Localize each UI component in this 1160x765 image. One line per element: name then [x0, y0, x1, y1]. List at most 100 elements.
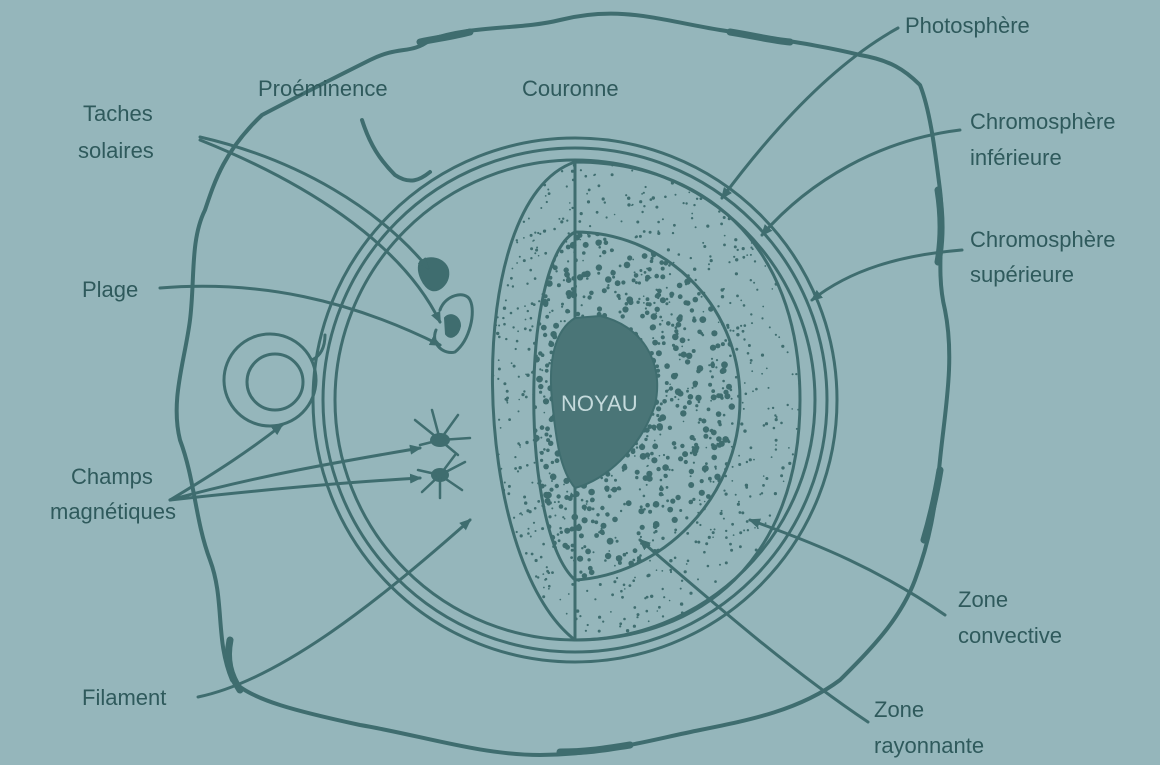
stipple-dot — [582, 573, 587, 578]
stipple-dot — [650, 595, 653, 598]
stipple-dot — [779, 621, 781, 623]
stipple-dot — [537, 271, 542, 276]
stipple-dot — [539, 168, 542, 171]
stipple-dot — [619, 622, 622, 625]
stipple-dot — [563, 484, 565, 486]
stipple-dot — [764, 265, 766, 267]
stipple-dot — [716, 411, 722, 417]
stipple-dot — [741, 511, 744, 514]
stipple-dot — [645, 579, 651, 585]
stipple-dot — [586, 193, 588, 195]
stipple-dot — [527, 455, 532, 460]
stipple-dot — [651, 457, 657, 463]
stipple-dot — [650, 635, 652, 637]
stipple-dot — [729, 173, 731, 175]
stipple-dot — [731, 398, 733, 400]
stipple-dot — [547, 189, 549, 191]
stipple-dot — [548, 192, 551, 195]
stipple-dot — [750, 279, 752, 281]
stipple-dot — [498, 419, 500, 421]
stipple-dot — [519, 446, 521, 448]
stipple-dot — [729, 329, 731, 331]
stipple-dot — [661, 570, 663, 572]
stipple-dot — [742, 442, 746, 446]
stipple-dot — [588, 189, 591, 192]
stipple-dot — [533, 522, 535, 524]
stipple-dot — [675, 194, 677, 196]
stipple-dot — [787, 192, 790, 195]
stipple-dot — [627, 573, 631, 577]
stipple-dot — [535, 530, 537, 532]
stipple-dot — [716, 436, 722, 442]
stipple-dot — [565, 545, 570, 550]
stipple-dot — [644, 597, 646, 599]
stipple-dot — [750, 313, 752, 315]
stipple-dot — [747, 352, 750, 355]
stipple-dot — [654, 274, 659, 279]
stipple-dot — [780, 474, 783, 477]
stipple-dot — [775, 283, 778, 286]
stipple-dot — [743, 338, 745, 340]
stipple-dot — [503, 323, 506, 326]
stipple-dot — [611, 475, 613, 477]
stipple-dot — [619, 311, 622, 314]
stipple-dot — [720, 223, 723, 226]
stipple-dot — [714, 466, 717, 469]
stipple-dot — [555, 458, 560, 463]
stipple-dot — [788, 274, 791, 277]
stipple-dot — [529, 311, 535, 317]
stipple-dot — [502, 597, 505, 600]
stipple-dot — [744, 382, 746, 384]
stipple-dot — [637, 613, 640, 616]
stipple-dot — [542, 573, 544, 575]
stipple-dot — [775, 546, 777, 548]
stipple-dot — [702, 607, 704, 609]
stipple-dot — [543, 464, 549, 470]
stipple-dot — [505, 299, 507, 301]
stipple-dot — [553, 561, 558, 566]
stipple-dot — [747, 577, 749, 579]
stipple-dot — [570, 556, 573, 559]
stipple-dot — [799, 612, 801, 614]
stipple-dot — [623, 584, 626, 587]
stipple-dot — [652, 340, 658, 346]
stipple-dot — [534, 462, 536, 464]
stipple-dot — [681, 580, 683, 582]
stipple-dot — [507, 183, 510, 186]
stipple-dot — [667, 507, 673, 513]
stipple-dot — [560, 579, 564, 583]
stipple-dot — [542, 543, 545, 546]
stipple-dot — [769, 326, 771, 328]
stipple-dot — [591, 520, 595, 524]
stipple-dot — [731, 422, 734, 425]
stipple-dot — [684, 460, 688, 464]
stipple-dot — [489, 395, 491, 397]
stipple-dot — [667, 248, 670, 251]
stipple-dot — [768, 387, 770, 389]
stipple-dot — [652, 443, 658, 449]
stipple-dot — [782, 177, 785, 180]
stipple-dot — [495, 249, 497, 251]
stipple-dot — [734, 245, 737, 248]
stipple-dot — [678, 162, 680, 164]
stipple-dot — [672, 517, 678, 523]
stipple-dot — [514, 467, 517, 470]
stipple-dot — [512, 163, 515, 166]
stipple-dot — [657, 232, 660, 235]
stipple-dot — [719, 543, 723, 547]
stipple-dot — [565, 309, 570, 314]
stipple-dot — [696, 186, 698, 188]
stipple-dot — [632, 204, 634, 206]
stipple-dot — [665, 381, 669, 385]
stipple-dot — [656, 569, 658, 571]
stipple-dot — [504, 482, 506, 484]
stipple-dot — [598, 246, 601, 249]
stipple-dot — [650, 260, 654, 264]
stipple-dot — [712, 531, 715, 534]
stipple-dot — [494, 532, 496, 534]
stipple-dot — [666, 321, 671, 326]
stipple-dot — [612, 487, 618, 493]
stipple-dot — [735, 272, 738, 275]
stipple-dot — [543, 448, 546, 451]
stipple-dot — [713, 481, 715, 483]
